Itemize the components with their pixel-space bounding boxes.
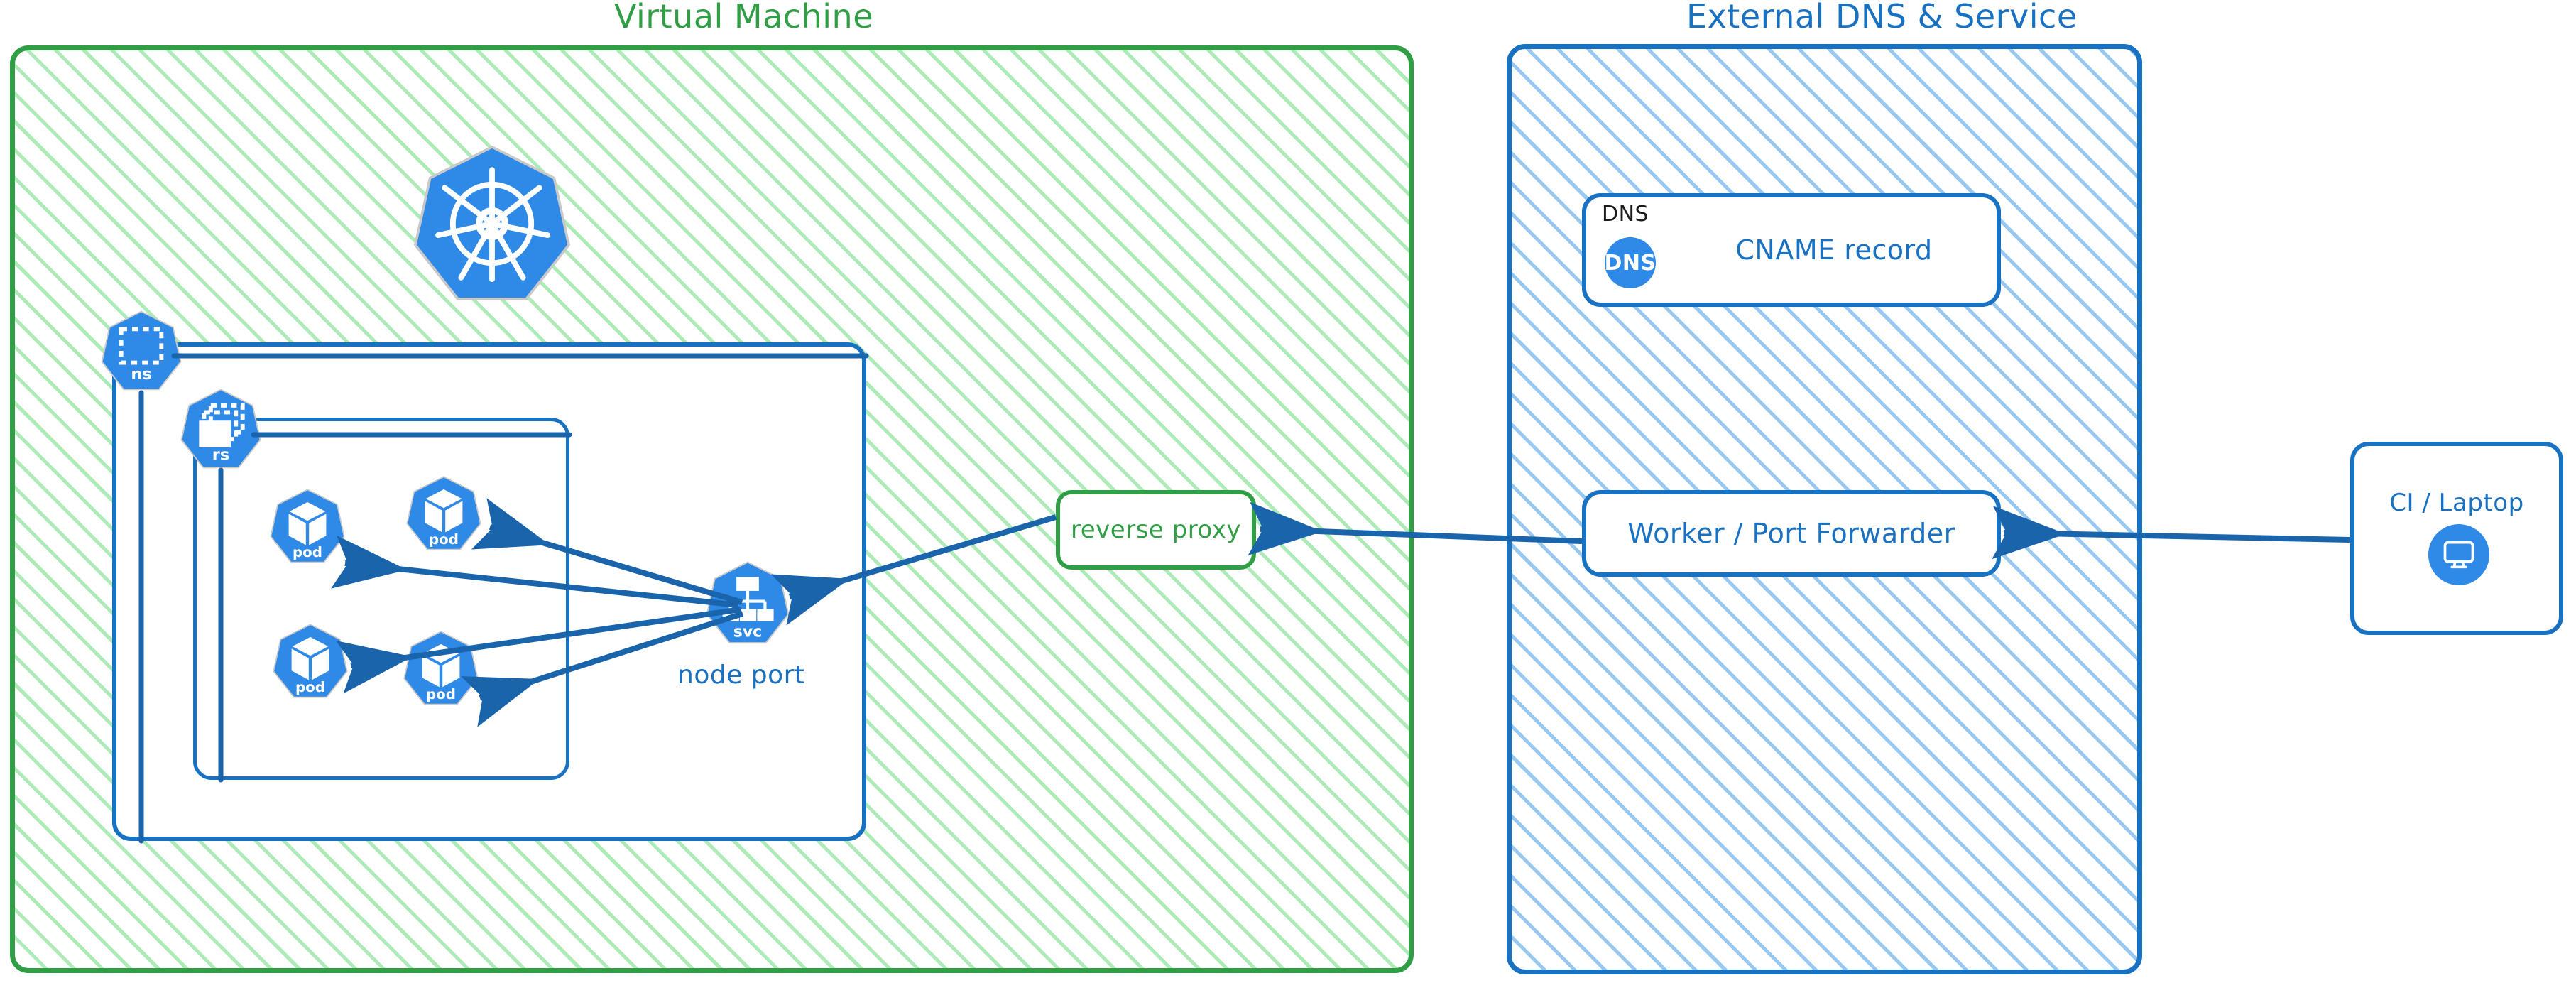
worker-card[interactable]: Worker / Port Forwarder <box>1582 490 2001 577</box>
namespace-badge[interactable]: ns <box>99 309 183 393</box>
replicaset-badge[interactable]: rs <box>179 387 263 471</box>
service-icon[interactable]: svc <box>704 560 791 646</box>
node-port-caption: node port <box>677 661 805 690</box>
pod-4[interactable]: pod <box>402 629 480 707</box>
pod-1[interactable]: pod <box>268 487 346 565</box>
worker-card-label: Worker / Port Forwarder <box>1627 518 1955 549</box>
dns-card-label: CNAME record <box>1735 234 1933 266</box>
replicaset-badge-label: rs <box>212 446 229 465</box>
ci-laptop-label: CI / Laptop <box>2389 489 2524 517</box>
pod-2[interactable]: pod <box>405 474 483 553</box>
dns-card-tag: DNS <box>1602 202 1649 227</box>
service-badge-label: svc <box>733 624 762 641</box>
dns-icon: DNS <box>1604 237 1656 288</box>
monitor-icon <box>2428 524 2489 585</box>
pod-1-label: pod <box>293 544 322 560</box>
external-group-title: External DNS & Service <box>1686 0 2078 36</box>
kubernetes-logo <box>410 142 574 305</box>
ci-laptop-card[interactable]: CI / Laptop <box>2350 442 2563 635</box>
pod-3[interactable]: pod <box>271 622 349 700</box>
reverse-proxy-box[interactable]: reverse proxy <box>1056 490 1256 570</box>
vm-group-title: Virtual Machine <box>614 0 873 36</box>
replicaset-box <box>193 418 569 780</box>
pod-3-label: pod <box>295 679 325 695</box>
pod-2-label: pod <box>429 531 459 548</box>
pod-4-label: pod <box>426 686 456 702</box>
reverse-proxy-label: reverse proxy <box>1071 516 1241 544</box>
namespace-badge-label: ns <box>131 365 151 384</box>
dns-card[interactable]: DNS DNS CNAME record <box>1582 193 2001 307</box>
